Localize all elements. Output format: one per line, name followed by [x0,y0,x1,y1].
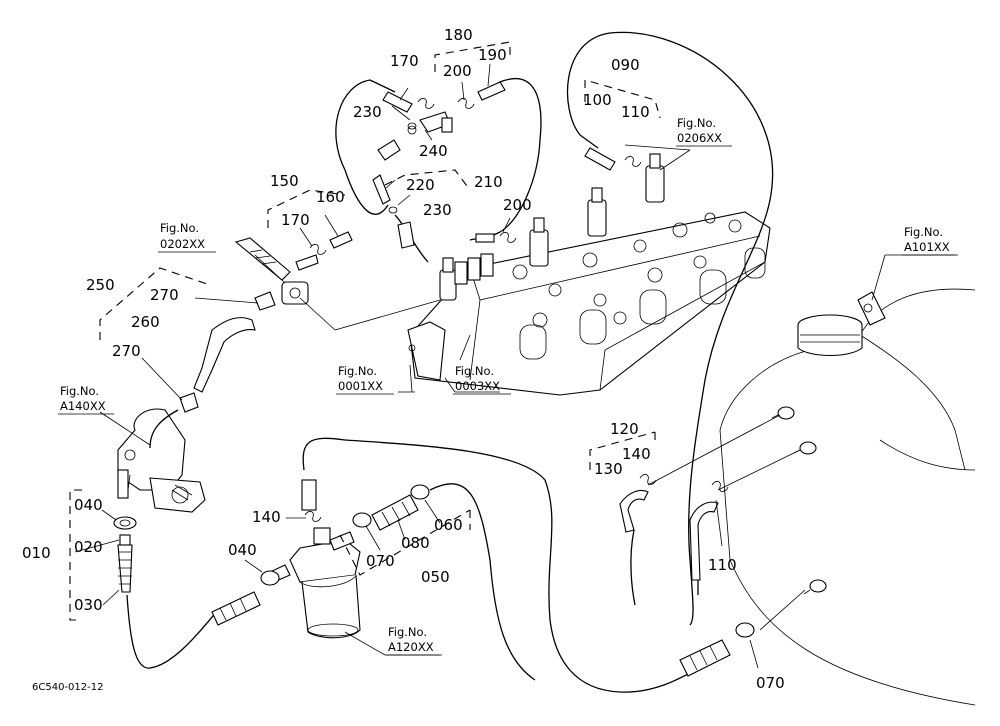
injector-1 [439,257,457,301]
svg-text:Fig.No.: Fig.No. [455,364,494,378]
svg-text:Fig.No.: Fig.No. [160,221,199,235]
label-200-top[interactable]: 200 [443,62,472,80]
label-040-left[interactable]: 040 [74,496,103,514]
svg-text:0001XX: 0001XX [338,379,383,393]
figref-a140xx[interactable]: Fig.No. A140XX [58,384,114,415]
figref-a101xx[interactable]: Fig.No. A101XX [902,225,958,256]
label-220[interactable]: 220 [406,176,435,194]
fuel-filter-drawing [269,527,361,639]
svg-text:Fig.No.: Fig.No. [338,364,377,378]
label-230-bottom[interactable]: 230 [423,201,452,219]
svg-text:Fig.No.: Fig.No. [60,384,99,398]
small-parts [113,81,755,677]
label-170-mid[interactable]: 170 [281,211,310,229]
label-040-mid[interactable]: 040 [228,541,257,559]
label-270-bottom[interactable]: 270 [112,342,141,360]
label-150[interactable]: 150 [270,172,299,190]
label-090[interactable]: 090 [611,56,640,74]
figref-0202xx[interactable]: Fig.No. 0202XX [158,221,216,253]
tank-fitting-middle [793,441,817,455]
svg-text:0206XX: 0206XX [677,131,722,145]
tank-fitting-upper [771,406,795,420]
svg-text:A101XX: A101XX [904,240,950,254]
label-020[interactable]: 020 [74,538,103,556]
label-050[interactable]: 050 [421,568,450,586]
injector-4 [645,153,665,203]
fuel-lines [126,31,806,693]
label-260[interactable]: 260 [131,313,160,331]
label-060[interactable]: 060 [434,516,463,534]
label-240[interactable]: 240 [419,142,448,160]
fuel-hose-pump-to-filter [126,594,219,669]
label-170-top[interactable]: 170 [390,52,419,70]
figref-0003xx[interactable]: Fig.No. 0003XX [453,364,511,395]
svg-text:0003XX: 0003XX [455,379,500,393]
label-010[interactable]: 010 [22,544,51,562]
injector-3 [587,187,607,237]
label-120[interactable]: 120 [610,420,639,438]
label-190[interactable]: 190 [478,46,507,64]
svg-text:Fig.No.: Fig.No. [677,116,716,130]
label-070-bottom[interactable]: 070 [756,674,785,692]
figref-a120xx[interactable]: Fig.No. A120XX [386,625,442,656]
label-070-mid[interactable]: 070 [366,552,395,570]
svg-text:Fig.No.: Fig.No. [388,625,427,639]
label-180[interactable]: 180 [444,26,473,44]
fuel-pump-drawing [117,408,206,513]
svg-text:0202XX: 0202XX [160,237,205,251]
label-100[interactable]: 100 [583,91,612,109]
figref-0001xx[interactable]: Fig.No. 0001XX [336,364,394,395]
label-030[interactable]: 030 [74,596,103,614]
group-brackets [69,41,661,621]
fuel-return-line [566,31,774,626]
label-270-top[interactable]: 270 [150,286,179,304]
fuel-hose-filter-to-tank [302,437,706,693]
figure-references: Fig.No. 0206XX Fig.No. 0202XX Fig.No. A1… [58,116,958,656]
label-210[interactable]: 210 [474,173,503,191]
label-250[interactable]: 250 [86,276,115,294]
svg-text:A120XX: A120XX [388,640,434,654]
part-labels: 180 170 200 190 230 240 220 210 230 200 … [22,26,785,692]
svg-text:A140XX: A140XX [60,399,106,413]
label-230-top[interactable]: 230 [353,103,382,121]
label-130[interactable]: 130 [594,460,623,478]
label-110-bottom[interactable]: 110 [708,556,737,574]
label-160[interactable]: 160 [316,188,345,206]
label-200-bottom[interactable]: 200 [503,196,532,214]
svg-text:Fig.No.: Fig.No. [904,225,943,239]
cylinder-head-drawing [407,153,771,396]
injector-2 [529,217,549,267]
label-080[interactable]: 080 [401,534,430,552]
label-140-left[interactable]: 140 [252,508,281,526]
label-110-top[interactable]: 110 [621,103,650,121]
tank-fitting-lower [803,579,827,595]
label-140-right[interactable]: 140 [622,445,651,463]
drawing-code: 6C540-012-12 [32,682,103,693]
figref-0206xx[interactable]: Fig.No. 0206XX [676,116,732,147]
fuel-tank-drawing [719,288,976,706]
